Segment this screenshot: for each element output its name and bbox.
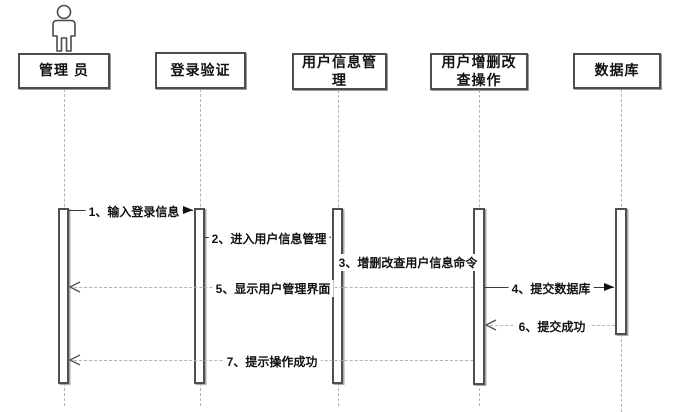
participant-box-user-info-mgmt: 用户信息管理 [292, 53, 387, 90]
activation-bar-user-info-mgmt [332, 208, 343, 384]
message-1-arrowhead-icon [183, 206, 193, 214]
message-6-label: 6、提交成功 [515, 318, 589, 335]
activation-bar-login-verify [194, 208, 205, 384]
message-5-label: 5、显示用户管理界面 [212, 280, 334, 297]
message-2-label: 2、进入用户信息管理 [208, 230, 330, 247]
participant-box-database: 数据库 [573, 53, 661, 89]
message-4-label: 4、提交数据库 [508, 280, 594, 297]
participant-label-user-crud-ops: 用户增删改查操作 [441, 54, 517, 88]
participant-label-user-info-mgmt: 用户信息管理 [302, 54, 377, 88]
activation-bar-user-crud-ops [473, 208, 485, 385]
activation-bar-admin [58, 208, 69, 384]
actor-icon [52, 4, 76, 52]
activation-bar-database [615, 208, 627, 335]
participant-box-user-crud-ops: 用户增删改查操作 [430, 53, 528, 90]
participant-label-admin: 管理 员 [39, 62, 89, 79]
participant-box-login-verify: 登录验证 [155, 52, 246, 89]
message-1-label: 1、输入登录信息 [85, 203, 183, 220]
message-5-open-arrowhead-icon [69, 281, 81, 293]
message-6-open-arrowhead-icon [485, 319, 497, 331]
message-4-arrowhead-icon [604, 283, 614, 291]
participant-box-admin: 管理 员 [18, 53, 110, 89]
message-3-label: 3、增删改查用户信息命令 [335, 254, 481, 271]
message-7-open-arrowhead-icon [69, 354, 81, 366]
participant-label-database: 数据库 [594, 62, 640, 79]
participant-label-login-verify: 登录验证 [170, 61, 231, 78]
message-7-label: 7、提示操作成功 [223, 353, 321, 370]
